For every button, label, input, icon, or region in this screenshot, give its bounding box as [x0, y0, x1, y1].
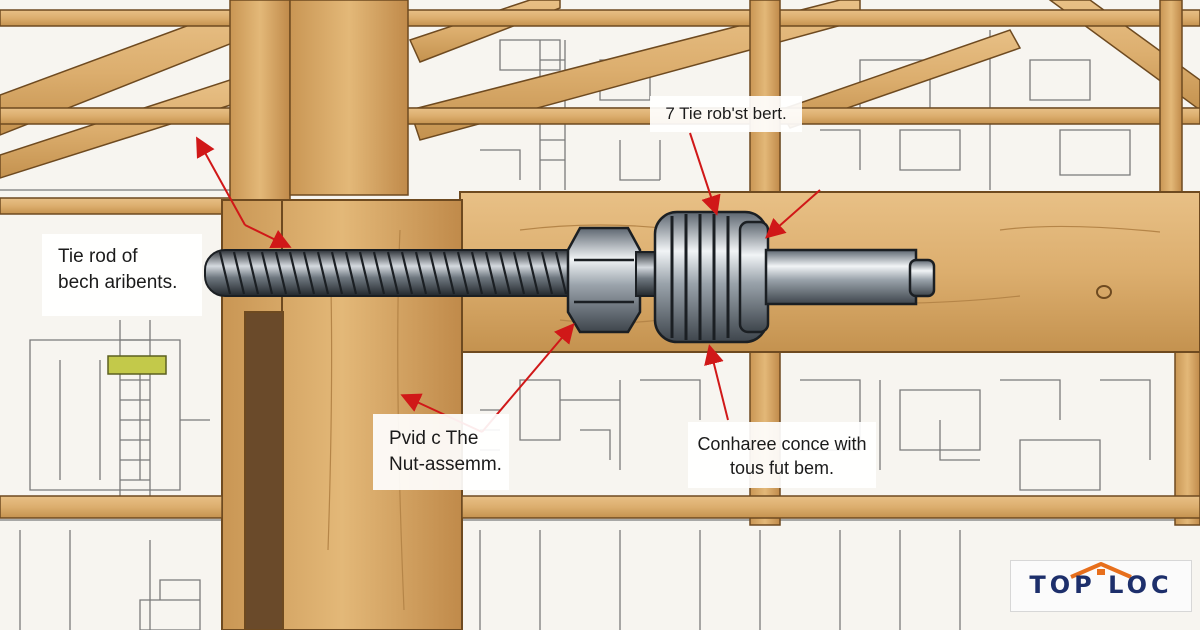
arrow-to-rafter [196, 136, 246, 226]
callout-middle-line-1: Pvid c The [389, 428, 479, 449]
threaded-rod-icon [204, 249, 606, 297]
callout-middle: Pvid c The Nut-assemm. [373, 414, 509, 490]
green-bracket-icon [107, 355, 167, 375]
callout-right: Conharee conce with tous fut bem. [688, 422, 876, 488]
callout-left: Tie rod of bech aribents. [42, 234, 202, 316]
callout-left-line-2: bech aribents. [58, 271, 178, 293]
callout-top-text: 7 Tie rob'st bert. [665, 103, 787, 123]
callout-middle-line-2: Nut-assemm. [389, 453, 502, 475]
arrow-to-rod [244, 224, 292, 248]
roof-rafters [0, 0, 1200, 215]
roof-house-icon [1070, 562, 1132, 579]
hex-nut-icon [566, 226, 642, 334]
arrow-top-to-coupler [689, 132, 721, 216]
callout-right-line-2: tous fut bem. [729, 458, 835, 479]
logo-text: TOP LOC [1029, 571, 1173, 599]
smooth-shaft [764, 248, 936, 306]
callout-left-line-1: Tie rod of [58, 246, 138, 267]
brand-logo[interactable]: TOP LOC [1010, 560, 1192, 612]
knurled-coupler-icon [653, 210, 770, 344]
arrow-top-to-shaft [765, 189, 821, 239]
callout-top: 7 Tie rob'st bert. [650, 96, 802, 132]
arrow-right-to-coupler [704, 344, 729, 421]
lower-rail [0, 495, 1200, 519]
callout-right-line-1: Conharee conce with [697, 434, 867, 454]
